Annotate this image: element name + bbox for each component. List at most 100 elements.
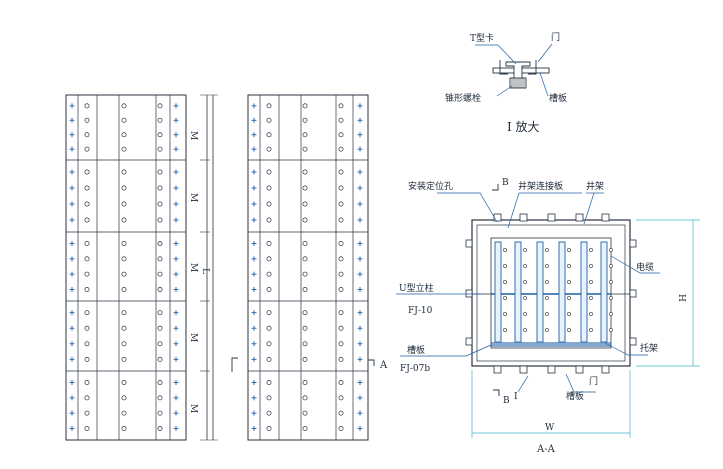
- bolt-hole: [84, 310, 90, 316]
- bolt-hole: [302, 146, 308, 152]
- bolt-hole: [121, 169, 127, 175]
- bolt-hole: [84, 380, 90, 385]
- bolt-hole: [84, 103, 90, 109]
- channel-bottom-label: 槽板: [566, 390, 584, 402]
- section-hole: [545, 296, 549, 300]
- section-w-label: W: [545, 423, 555, 433]
- section-hole: [503, 280, 507, 284]
- bolt-hole: [266, 117, 272, 123]
- bolt-hole: [266, 356, 272, 362]
- bolt-hole: [121, 341, 127, 347]
- section-hole: [589, 328, 593, 332]
- section-hole: [609, 328, 613, 332]
- dim-m-2: M: [188, 193, 198, 202]
- bolt-hole: [121, 217, 127, 223]
- section-hole: [589, 312, 593, 316]
- bolt-hole: [338, 117, 344, 123]
- bolt-hole: [157, 241, 163, 246]
- bolt-hole: [302, 169, 308, 175]
- bolt-hole: [266, 241, 272, 246]
- bolt-hole: [302, 271, 308, 277]
- bolt-hole: [302, 287, 308, 292]
- bolt-hole: [302, 325, 308, 331]
- bolt-hole: [338, 410, 344, 416]
- bolt-hole: [266, 217, 272, 223]
- dim-m-4: M: [188, 333, 198, 342]
- section-hole: [589, 280, 593, 284]
- section-hole: [545, 264, 549, 268]
- bolt-hole: [338, 146, 344, 152]
- section-title: A-A: [536, 444, 556, 455]
- bolt-hole: [302, 410, 308, 416]
- bolt-hole: [338, 103, 344, 109]
- bolt-hole: [157, 169, 163, 175]
- bolt-hole: [121, 310, 127, 316]
- bolt-hole: [266, 410, 272, 416]
- bolt-hole: [121, 410, 127, 416]
- bolt-hole: [338, 169, 344, 175]
- bolt-hole: [84, 426, 90, 431]
- bolt-hole: [157, 395, 163, 401]
- door-label-detail: 门: [551, 31, 560, 43]
- channel-code: FJ-07b: [400, 364, 430, 374]
- bolt-hole: [157, 132, 163, 138]
- bolt-hole: [121, 426, 127, 431]
- channel-label-detail: 槽板: [549, 92, 567, 104]
- dim-m-3: M: [188, 263, 198, 272]
- section-hole: [609, 264, 613, 268]
- section-hole: [567, 280, 571, 284]
- bolt-hole: [302, 341, 308, 347]
- section-post: [494, 241, 502, 343]
- bolt-hole: [266, 103, 272, 109]
- section-hole: [503, 248, 507, 252]
- bolt-hole: [121, 146, 127, 152]
- bolt-hole: [84, 287, 90, 292]
- section-hole: [567, 312, 571, 316]
- bolt-hole: [84, 395, 90, 401]
- section-hole: [609, 248, 613, 252]
- bolt-hole: [157, 341, 163, 347]
- section-hole: [523, 264, 527, 268]
- bolt-hole: [338, 271, 344, 277]
- bolt-hole: [157, 310, 163, 316]
- section-hole: [503, 328, 507, 332]
- bolt-hole: [157, 185, 163, 191]
- section-hole: [523, 248, 527, 252]
- section-h-label: H: [676, 294, 686, 302]
- section-hole: [567, 328, 571, 332]
- b-bottom-label: B: [503, 396, 510, 406]
- bolt-hole: [157, 325, 163, 331]
- cable-label: 电缆: [636, 261, 654, 273]
- cone-bolt-label: 锥形螺栓: [445, 92, 481, 104]
- elevation-panel-middle: [247, 94, 369, 441]
- u-post-label: U型立柱: [399, 282, 434, 294]
- bolt-hole: [302, 256, 308, 262]
- bolt-hole: [338, 241, 344, 246]
- bolt-hole: [121, 201, 127, 207]
- u-post-code: FJ-10: [408, 306, 433, 316]
- section-hole: [567, 296, 571, 300]
- door-label-section: 门: [589, 375, 598, 387]
- section-hole: [609, 280, 613, 284]
- bolt-hole: [302, 185, 308, 191]
- i-label-section: I: [514, 392, 518, 402]
- bolt-hole: [84, 271, 90, 277]
- support-label: 托架: [640, 342, 658, 354]
- bolt-hole: [157, 256, 163, 262]
- elevation-panel-left: [65, 94, 187, 441]
- bolt-hole: [266, 169, 272, 175]
- bolt-hole: [84, 217, 90, 223]
- bolt-hole: [266, 426, 272, 431]
- section-post: [600, 241, 608, 343]
- mount-hole-label: 安装定位孔: [408, 180, 453, 192]
- bolt-hole: [302, 356, 308, 362]
- bolt-hole: [157, 426, 163, 431]
- bolt-hole: [302, 241, 308, 246]
- section-hole: [609, 312, 613, 316]
- bolt-hole: [157, 356, 163, 362]
- bolt-hole: [157, 103, 163, 109]
- bolt-hole: [302, 395, 308, 401]
- bolt-hole: [121, 356, 127, 362]
- section-hole: [567, 264, 571, 268]
